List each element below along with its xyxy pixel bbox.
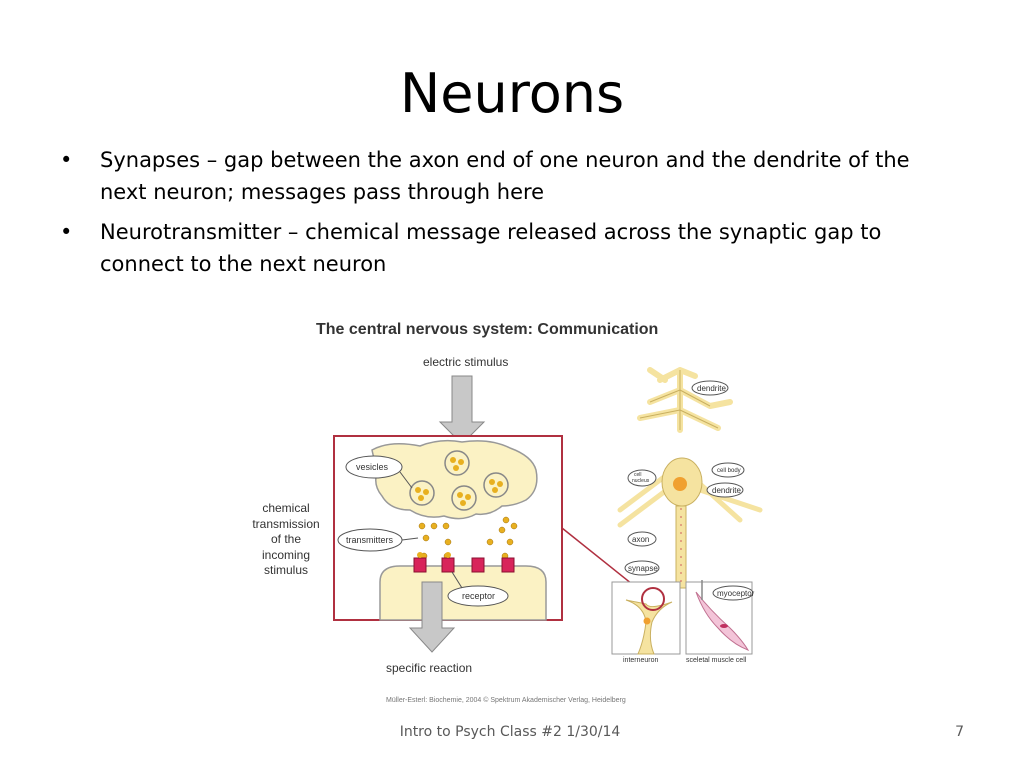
vesicle [451,485,477,511]
bullet-item-neurotransmitter: • Neurotransmitter – chemical message re… [60,216,960,280]
vesicle [444,450,470,476]
specific-reaction-label: specific reaction [386,661,472,675]
dendrite-top-label: dendrite [697,384,726,393]
vesicles-label: vesicles [356,462,389,472]
neuron-illustration [617,367,763,589]
electric-stimulus-label: electric stimulus [423,355,508,369]
receptor-callout [447,585,509,607]
side-label-line: stimulus [264,563,308,577]
myoceptor-label: myoceptor [717,589,755,598]
bullet-text: Synapses – gap between the axon end of o… [100,148,910,204]
interneuron-label: interneuron [623,657,659,664]
synapse-diagram-svg: The central nervous system: Communicatio… [252,321,763,704]
figure-heading: The central nervous system: Communicatio… [316,321,658,338]
transmitters-label: transmitters [346,535,394,545]
cell-nucleus-label-1: cell [634,472,642,478]
side-label-line: of the [271,532,301,546]
page-number: 7 [955,724,964,740]
bullet-text: Neurotransmitter – chemical message rele… [100,220,882,276]
slide-footer: Intro to Psych Class #2 1/30/14 [399,724,621,740]
receptors [413,557,515,573]
synapse-highlight-circle [641,587,665,611]
reaction-arrow [408,581,456,653]
slide-title: Neurons [399,62,625,125]
side-label-line: incoming [262,548,310,562]
skeletal-muscle-label: sceletal muscle cell [686,657,747,664]
bullet-marker: • [60,220,73,244]
bound-transmitters [417,552,451,558]
synapse-label: synapse [628,564,658,573]
receptor-label: receptor [462,591,495,601]
vesicle [409,480,435,506]
side-label: chemical transmission of the incoming st… [252,501,319,577]
dendrite-mid-label: dendrite [712,486,741,495]
side-label-line: chemical [262,501,309,515]
side-label-line: transmission [252,517,319,531]
vesicle [483,472,509,498]
bullet-marker: • [60,148,73,172]
synapse-diagram: The central nervous system: Communicatio… [240,310,780,710]
cell-body-label: cell body [717,468,741,474]
figure-credit: Müller-Esterl: Biochemie, 2004 © Spektru… [386,696,626,704]
axon-label: axon [632,535,649,544]
cell-nucleus-label-2: nucleus [632,478,650,484]
stimulus-arrow [438,375,486,445]
vesicles-callout [345,455,403,479]
bullet-item-synapses: • Synapses – gap between the axon end of… [60,144,960,208]
bullet-list: • Synapses – gap between the axon end of… [60,144,960,288]
